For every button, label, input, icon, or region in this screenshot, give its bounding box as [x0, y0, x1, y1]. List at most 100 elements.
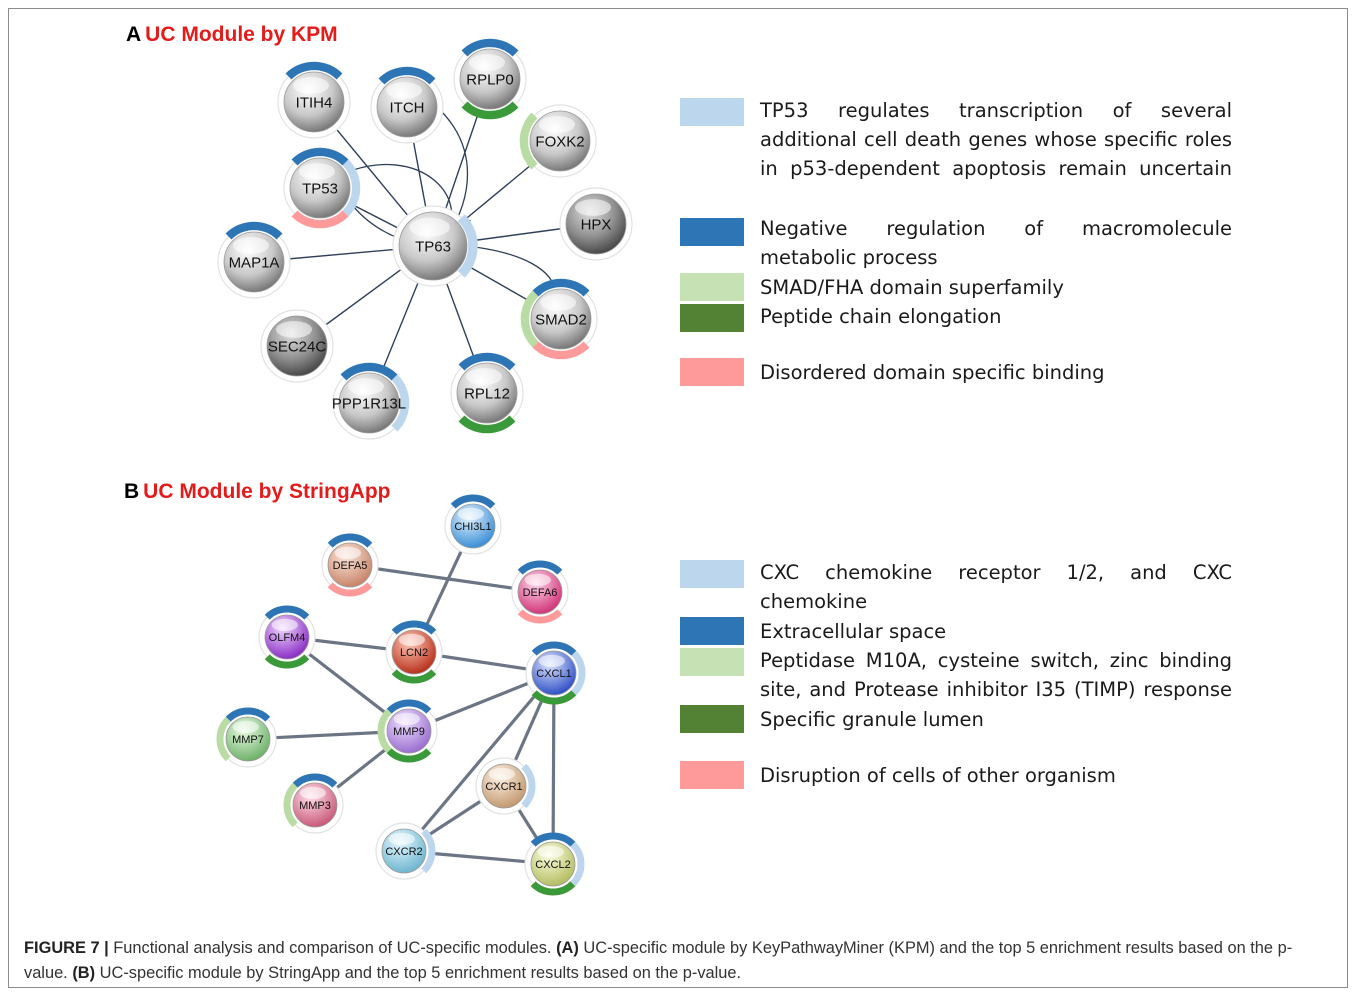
enrichment-arc — [391, 669, 437, 684]
enrichment-arc — [458, 352, 516, 371]
network-edge — [551, 672, 556, 865]
node-highlight — [488, 767, 515, 781]
node-olfm4: OLFM4 — [258, 605, 316, 669]
enrichment-arc — [264, 605, 310, 620]
legend-label: Peptidase M10A, cysteine switch, zinc bi… — [760, 649, 1232, 701]
enrichment-arc — [520, 290, 539, 348]
enrichment-arc — [340, 362, 398, 381]
node-label: TP53 — [302, 180, 338, 197]
enrichment-arc — [377, 708, 392, 754]
node-highlight — [538, 654, 565, 668]
enrichment-arc — [531, 641, 577, 656]
node-highlight — [388, 832, 415, 846]
network-edge — [402, 671, 556, 853]
enrichment-arc — [285, 61, 343, 80]
enrichment-arc — [283, 782, 298, 828]
node-lcn2: LCN2 — [385, 620, 443, 684]
node-highlight — [539, 116, 575, 133]
legend-swatch — [680, 273, 744, 301]
node-label: PPP1R13L — [332, 395, 406, 412]
caption-a-label: (A) — [556, 939, 579, 957]
node-highlight — [466, 368, 502, 385]
node-highlight — [299, 786, 326, 800]
enrichment-arc — [342, 159, 361, 217]
panel-b-letter: B — [124, 480, 140, 503]
node-label: MMP7 — [232, 734, 264, 746]
legend-label: Specific granule lumen — [760, 708, 984, 731]
node-label: SMAD2 — [535, 311, 587, 328]
node-label: CXCR2 — [385, 846, 422, 858]
node-label: OLFM4 — [269, 632, 306, 644]
node-highlight — [469, 54, 505, 71]
enrichment-arc — [291, 210, 349, 229]
node-defa5: DEFA5 — [321, 533, 379, 597]
node-highlight — [537, 845, 564, 859]
node-label: DEFA5 — [333, 560, 368, 572]
legend-label: Disordered domain specific binding — [760, 361, 1105, 384]
caption-a-text: UC-specific module by KeyPathwayMiner (K… — [24, 939, 1293, 982]
node-label: SEC24C — [268, 338, 327, 355]
node-label: ITIH4 — [296, 94, 333, 111]
enrichment-arc — [391, 374, 410, 432]
node-mmp9: MMP9 — [377, 699, 438, 763]
node-label: CXCL1 — [536, 668, 571, 680]
enrichment-arc — [532, 341, 590, 360]
node-label: DEFA6 — [523, 587, 558, 599]
enrichment-arc — [531, 690, 577, 705]
node-label: ITCH — [390, 99, 425, 116]
legend-label: Negative regulation of macromolecule met… — [760, 217, 1232, 269]
node-label: RPLP0 — [466, 71, 514, 88]
legend-label: Disruption of cells of other organism — [760, 764, 1116, 787]
enrichment-arc — [225, 707, 271, 722]
node-rpl12: RPL12 — [450, 352, 524, 434]
node-highlight — [393, 712, 420, 726]
node-highlight — [348, 378, 384, 395]
legend-swatch — [680, 358, 744, 386]
enrichment-arc — [291, 147, 349, 166]
node-label: CHI3L1 — [454, 521, 491, 533]
enrichment-arc — [457, 214, 478, 278]
node-highlight — [271, 618, 298, 632]
node-sec24c: SEC24C — [260, 309, 334, 383]
legend-swatch — [680, 617, 744, 645]
enrichment-arc — [292, 773, 338, 788]
node-highlight — [398, 633, 425, 647]
caption-figure-label: FIGURE 7 | — [24, 939, 109, 957]
enrichment-arc — [570, 841, 585, 887]
legend-label: SMAD/FHA domain superfamily — [760, 276, 1064, 299]
node-highlight — [457, 507, 484, 521]
node-defa6: DEFA6 — [511, 560, 569, 624]
enrichment-arc — [461, 101, 519, 120]
enrichment-arc — [517, 609, 563, 624]
node-mmp3: MMP3 — [283, 773, 344, 834]
panel-a-letter: A — [126, 23, 142, 46]
enrichment-arc — [327, 533, 373, 548]
node-tp63: TP63 — [392, 205, 478, 287]
node-label: CXCR1 — [485, 781, 522, 793]
node-label: FOXK2 — [535, 133, 584, 150]
legend-swatch — [680, 218, 744, 246]
node-rplp0: RPLP0 — [453, 38, 527, 120]
caption-intro: Functional analysis and comparison of UC… — [113, 939, 552, 957]
legend-label: CXC chemokine receptor 1/2, and CXC chem… — [760, 561, 1232, 613]
node-itih4: ITIH4 — [277, 61, 351, 139]
legend-swatch — [680, 560, 744, 588]
node-highlight — [575, 199, 611, 216]
enrichment-arc — [571, 650, 586, 696]
node-highlight — [276, 321, 312, 338]
node-mmp7: MMP7 — [216, 707, 277, 768]
caption-b-label: (B) — [72, 964, 96, 982]
legend-swatch — [680, 98, 744, 126]
enrichment-arc — [216, 716, 231, 762]
node-itch: ITCH — [370, 66, 444, 144]
node-hpx: HPX — [559, 187, 633, 261]
node-chi3l1: CHI3L1 — [444, 494, 502, 555]
node-smad2: SMAD2 — [520, 278, 598, 360]
node-label: MMP3 — [299, 800, 331, 812]
legend-swatch — [680, 705, 744, 733]
node-highlight — [334, 546, 361, 560]
